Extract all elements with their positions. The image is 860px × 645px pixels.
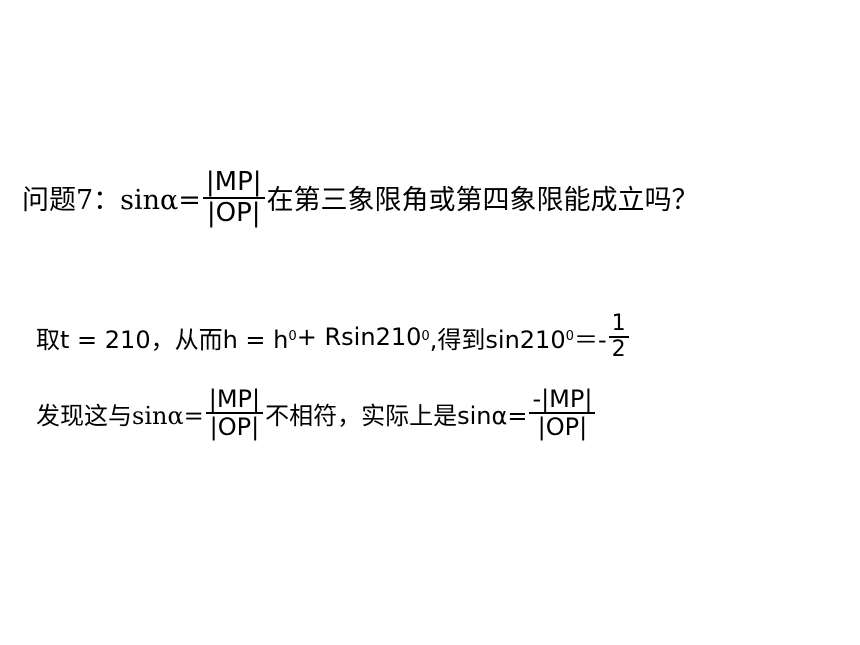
fraction-mp-op: |MP| |OP|	[202, 167, 265, 228]
fraction-numerator: |MP|	[208, 385, 261, 413]
conclusion-text-b: 不相符，实际上是sinα=	[265, 401, 528, 430]
example-text-a: 取t = 210，从而h = h	[36, 325, 289, 354]
fraction-numerator: 1	[611, 311, 626, 336]
example-text-b: + Rsin210	[296, 323, 422, 352]
example-text-c: ,得到sin210	[429, 325, 566, 354]
fraction-numerator: |MP|	[205, 167, 262, 197]
question-suffix: 在第三象限角或第四象限能成立	[266, 185, 645, 217]
fraction-mp-op: |MP| |OP|	[205, 385, 264, 442]
fraction-bar	[205, 412, 264, 415]
fraction-bar	[608, 336, 629, 339]
question-suffix-end: 吗？	[644, 185, 699, 217]
question-prefix: 问题7：sinα=	[22, 185, 201, 217]
fraction-denominator: |OP|	[537, 413, 588, 442]
fraction-denominator: |OP|	[209, 413, 260, 442]
fraction-denominator: |OP|	[206, 197, 261, 228]
fraction-one-half: 1 2	[608, 311, 629, 363]
conclusion-text-a: 发现这与sinα=	[36, 401, 204, 430]
question-line: 问题7：sinα= |MP| |OP| 在第三象限角或第四象限能成立 吗？	[22, 168, 699, 227]
example-text-d: ＝-	[573, 325, 607, 354]
example-line: 取t = 210，从而h = h 0 + Rsin210 0 ,得到sin210…	[36, 311, 631, 363]
fraction-denominator: 2	[611, 337, 626, 363]
fraction-bar	[529, 412, 596, 415]
conclusion-line: 发现这与sinα= |MP| |OP| 不相符，实际上是sinα= -|MP| …	[36, 386, 597, 441]
fraction-bar	[202, 196, 265, 199]
fraction-neg-mp-op: -|MP| |OP|	[529, 385, 596, 442]
fraction-numerator: -|MP|	[532, 385, 593, 413]
